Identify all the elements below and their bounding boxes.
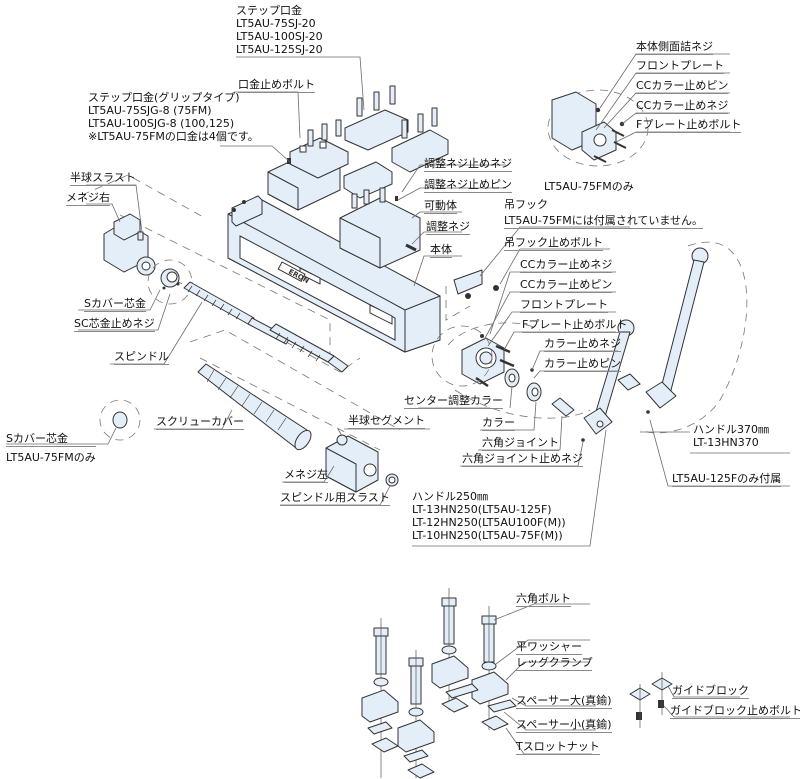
label-hemisphere-segment: 半球セグメント [348,414,425,429]
label-cc-collar-pin: CCカラー止めピン [520,278,613,293]
label-flat-washer: 平ワッシャー [516,640,582,655]
label-guide-block-bolt: ガイドブロック止めボルト [670,704,800,719]
clamp-kit [361,588,673,779]
guide-blocks [629,672,673,728]
handle-370-part [617,247,709,414]
label-leg-clamp: レッグクランプ [516,656,593,671]
label-spindle-thrust: スピンドル用スラスト [280,491,390,506]
handle-370-title: ハンドル370㎜ [693,423,769,436]
front-plate-part [431,325,515,388]
label-s-cover-core: Sカバー芯金 [84,297,146,312]
step-jaw-line: LT5AU-75SJ-20 [236,17,316,30]
label-hex-joint: 六角ジョイント [482,436,559,451]
label-center-adjust-collar: センター調整カラー [404,394,503,409]
center-adjust-collar-part [504,368,520,388]
label-movable-body: 可動体 [424,199,457,214]
label-collar-pin: カラー止めピン [544,357,621,372]
label-hanging-hook-note: LT5AU-75FMには付属されていません。 [504,214,704,229]
female-thread-right-part [103,213,156,276]
label-spacer-large: スペーサー大(真鍮) [516,694,612,709]
step-jaw-grip-line: LT5AU-100SJG-8 (100,125) [88,117,235,130]
label-female-thread-left: メネジ左 [284,468,328,483]
label-inset-cc-collar-screw: CCカラー止めネジ [636,99,729,114]
label-inset-f-plate-bolt: Fプレート止めボルト [636,118,742,133]
label-collar-screw: カラー止めネジ [544,337,621,352]
step-jaw-line: LT5AU-100SJ-20 [236,30,323,43]
label-step-jaw-grip: ステップ口金(グリップタイプ) LT5AU-75SJG-8 (75FM) LT5… [88,91,259,143]
label-inset-cc-collar-pin: CCカラー止めピン [636,79,729,94]
label-hex-joint-screw: 六角ジョイント止めネジ [462,452,583,467]
flat-washers [373,645,497,717]
dashed-guides [81,174,748,451]
handle-250-title: ハンドル250㎜ [412,490,488,503]
label-female-thread-right: メネジ右 [66,191,110,206]
jaw-bolts [287,85,438,164]
label-adjust-screw-stop-pin: 調整ネジ止めピン [424,178,512,193]
label-spacer-small: スペーサー小(真鍮) [516,718,612,733]
label-inset-side-plug-screw: 本体側面詰ネジ [636,40,713,55]
label-screw-cover: スクリューカバー [156,415,244,430]
label-t-slot-nut: Tスロットナット [516,740,600,755]
hex-bolts [373,588,497,778]
collar-part [526,368,542,402]
movable-body-part [339,161,421,269]
handle-250-line: LT-12HN250(LT5AU100F(M)) [412,516,566,529]
step-jaw-grip-note: ※LT5AU-75FMの口金は4個です。 [88,130,259,143]
label-hanging-hook: 吊フック [504,198,548,211]
label-front-plate: フロントプレート [520,298,608,313]
label-step-jaw: ステップ口金 LT5AU-75SJ-20 LT5AU-100SJ-20 LT5A… [236,4,323,56]
label-adjust-screw: 調整ネジ [426,220,470,235]
hemisphere-thrust-part [137,231,144,241]
label-hanging-hook-bolt: 吊フック止めボルト [504,236,603,251]
label-handle-370: ハンドル370㎜ LT-13HN370 [693,423,769,449]
step-jaw-grip-title: ステップ口金(グリップタイプ) [88,91,240,104]
label-f-plate-bolt: Fプレート止めボルト [522,318,628,333]
s-cover-core-75fm-part [99,399,141,441]
label-inset-front-plate: フロントプレート [636,59,724,74]
spindle-thrust-part [385,473,399,487]
t-slot-nuts [371,697,509,779]
step-jaw-line: LT5AU-125SJ-20 [236,43,323,56]
handle-250-line: LT-13HN250(LT5AU-125F) [412,503,552,516]
female-thread-left-part [325,434,379,493]
label-spindle: スピンドル [114,350,169,365]
handle-250-line: LT-10HN250(LT5AU-75F(M)) [412,529,563,542]
label-inset-caption: LT5AU-75FMのみ [544,180,634,193]
s-cover-core-75fm-caption: LT5AU-75FMのみ [6,451,96,464]
s-cover-core-75fm-title: Sカバー芯金 [6,432,96,447]
main-body-part: ERON [227,199,441,353]
s-cover-core-part [147,259,193,305]
label-hex-bolt: 六角ボルト [516,592,571,607]
front-end-plate [231,195,263,227]
hanging-hook-part [453,269,499,299]
label-guide-block: ガイドブロック [672,684,749,699]
spacers [367,683,517,763]
hex-joint-part [551,397,575,417]
step-jaw-grip-line: LT5AU-75SJG-8 (75FM) [88,104,212,117]
leg-clamps [361,655,509,753]
label-collar: カラー [482,416,515,431]
label-main-body: 本体 [430,243,452,258]
label-adjust-screw-stop-screw: 調整ネジ止めネジ [424,157,512,172]
step-jaw-part [344,109,449,173]
inset-75fm [547,89,649,167]
label-only-125f: LT5AU-125Fのみ付属 [672,472,782,487]
screw-cover-part [197,363,312,451]
label-jaw-bolt: 口金止めボルト [238,78,315,93]
label-s-cover-core-75fm: Sカバー芯金 LT5AU-75FMのみ [6,432,96,464]
label-hemisphere-thrust: 半球スラスト [70,171,136,186]
handle-370-line: LT-13HN370 [693,436,759,449]
spindle-part [183,281,349,373]
step-jaw-title: ステップ口金 [236,4,302,17]
label-handle-250: ハンドル250㎜ LT-13HN250(LT5AU-125F) LT-12HN2… [412,490,566,542]
label-cc-collar-screw: CCカラー止めネジ [520,258,613,273]
label-sc-core-screw: SC芯金止めネジ [74,317,155,332]
step-jaw-grip-part [267,137,349,211]
